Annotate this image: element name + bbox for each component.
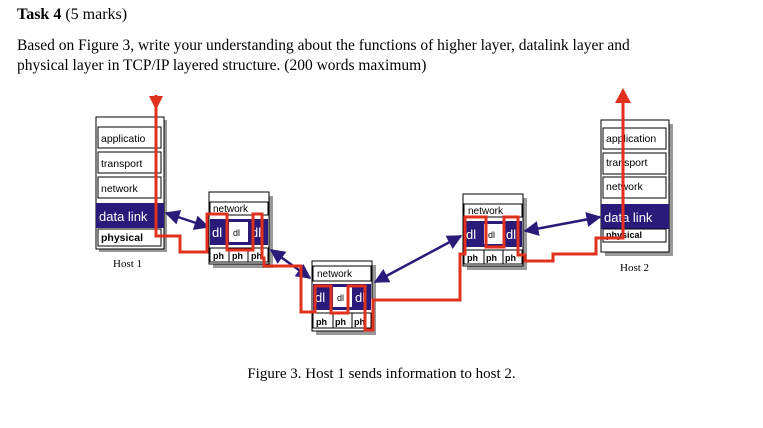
link-arrows (164, 210, 602, 284)
task-title: Task 4 (5 marks) (17, 6, 127, 24)
task-marks: (5 marks) (61, 6, 128, 23)
router-2-ph-right: ph (354, 317, 365, 327)
router-1-dl-middle: dl (233, 228, 240, 238)
router-3-network-label: network (468, 206, 504, 217)
host1-network-label: network (101, 183, 139, 195)
task-question: Based on Figure 3, write your understand… (17, 36, 747, 76)
link-router2-router3 (373, 234, 463, 284)
link-router1-router2 (269, 248, 312, 280)
router-3-ph-left: ph (467, 253, 478, 263)
destination-arrow-icon (615, 88, 631, 103)
host1-application-label: applicatio (101, 133, 146, 145)
data-path (149, 88, 631, 332)
router-2-dl-right: dl (355, 290, 365, 305)
router-2: network dl dl dl ph ph ph (311, 260, 376, 335)
router-3-dl-right: dl (506, 227, 516, 242)
host2-datalink-label: data link (604, 210, 653, 225)
task-question-line-1: Based on Figure 3, write your understand… (17, 37, 630, 54)
router-2-dl-left: dl (315, 290, 325, 305)
router-2-ph-left: ph (316, 317, 327, 327)
router-3-ph-right: ph (505, 253, 516, 263)
data-path-line (154, 95, 625, 332)
task-question-line-2: physical layer in TCP/IP layered structu… (17, 57, 427, 74)
router-1-dl-right: dl (251, 225, 261, 240)
router-1-ph-right: ph (251, 251, 262, 261)
router-2-ph-middle: ph (335, 317, 346, 327)
router-1-dl-left: dl (212, 225, 222, 240)
host2-stack: application transport network data link … (600, 119, 673, 274)
host2-transport-label: transport (606, 157, 648, 169)
host1-physical-label: physical (101, 232, 143, 244)
link-router3-host2 (523, 212, 602, 236)
source-arrow-icon (149, 96, 163, 110)
link-host1-router1 (164, 210, 210, 230)
router-2-dl-middle: dl (337, 293, 344, 303)
host1-datalink-label: data link (99, 209, 148, 224)
router-1-network-label: network (213, 204, 249, 215)
host1-name: Host 1 (113, 258, 142, 270)
router-2-network-label: network (317, 269, 353, 280)
figure-caption: Figure 3. Host 1 sends information to ho… (247, 366, 516, 382)
router-3-dl-middle: dl (488, 230, 495, 240)
router-3-ph-middle: ph (486, 253, 497, 263)
task-number: Task 4 (17, 6, 62, 23)
host2-name: Host 2 (620, 262, 649, 274)
host1-transport-label: transport (101, 158, 143, 170)
host2-network-label: network (606, 181, 644, 193)
router-1-ph-left: ph (213, 251, 224, 261)
host1-stack: applicatio transport network data link p… (95, 116, 167, 270)
router-3-dl-left: dl (466, 227, 476, 242)
router-1-ph-middle: ph (232, 251, 243, 261)
host2-application-label: application (606, 133, 656, 145)
